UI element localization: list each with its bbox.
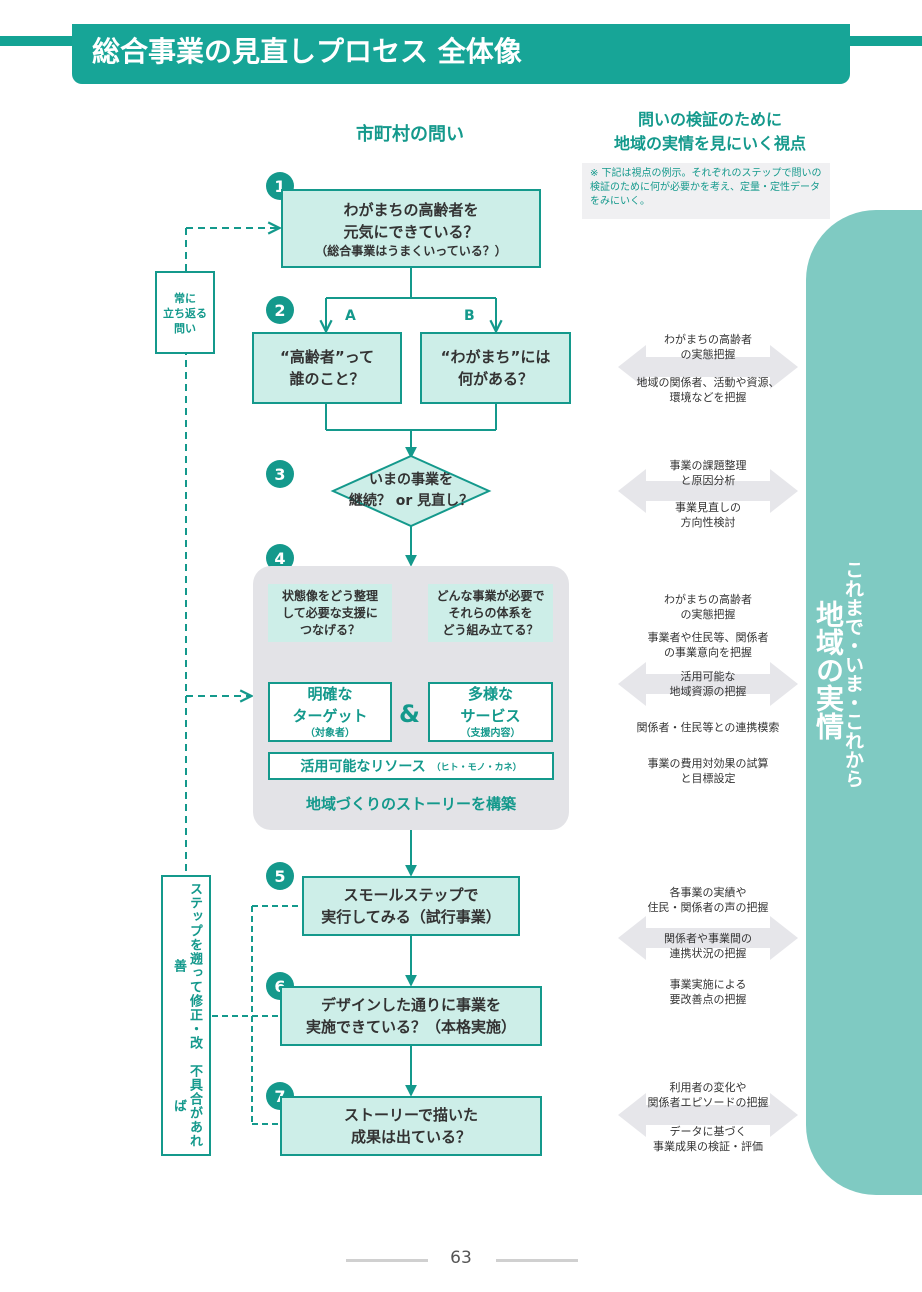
story-label: 地域づくりのストーリーを構築 [305, 795, 516, 813]
step-4-left-box: 状態像をどう整理 して必要な支援に つなげる？ [268, 584, 392, 642]
step-1-box: わがまちの高齢者を 元気にできている？ （総合事業はうまくいっている？） [281, 189, 541, 268]
service-box: 多様な サービス （支援内容） [428, 682, 553, 742]
step-3-text: いまの事業を 継続？ or 見直し？ [348, 472, 474, 509]
step-badge-2: 2 [266, 296, 294, 324]
double-arrow-icon [618, 662, 798, 706]
viewpoint-text: データに基づく事業成果の検証・評価 [653, 1125, 763, 1153]
double-arrow-icon [618, 1093, 798, 1137]
viewpoint-text: 事業の課題整理と原因分析 [669, 459, 747, 487]
ribbon [806, 210, 922, 1195]
step-2a-box: “高齢者”って 誰のこと？ [252, 332, 402, 404]
step-6-box: デザインした通りに事業を 実施できている？（本格実施） [280, 986, 542, 1046]
target-box: 明確な ターゲット （対象者） [268, 682, 392, 742]
viewpoint-text: 活用可能な地域資源の把握 [669, 670, 747, 698]
page-number-rule [496, 1259, 578, 1262]
right-column-title: 問いの検証のために 地域の実情を見にいく視点 [613, 110, 806, 153]
note-box: ※ 下記は視点の例示。それぞれのステップで問いの検証のために何が必要かを考え、定… [582, 163, 830, 219]
viewpoint-text: 関係者や事業間の連携状況の把握 [664, 932, 752, 960]
branch-label-a: A [345, 308, 356, 324]
step-badge-3: 3 [266, 460, 294, 488]
left-column-title: 市町村の問い [356, 124, 464, 145]
ampersand: & [399, 700, 420, 728]
loop-label-top: 常に 立ち返る 問い [155, 271, 215, 354]
double-arrow-icon [618, 916, 798, 960]
step-7-box: ストーリーで描いた 成果は出ている？ [280, 1096, 542, 1156]
viewpoint-text: わがまちの高齢者の実態把握 [664, 333, 752, 361]
header-tab [72, 24, 850, 84]
page-title: 総合事業の見直しプロセス 全体像 [92, 35, 522, 68]
step-2b-box: “わがまち”には 何がある？ [420, 332, 571, 404]
viewpoint-text: 地域の関係者、活動や資源、環境などを把握 [636, 376, 780, 404]
viewpoint-text: 関係者・住民等との連携模索 [636, 721, 780, 734]
viewpoint-text: わがまちの高齢者の実態把握 [664, 593, 752, 621]
viewpoint-text: 各事業の実績や住民・関係者の声の把握 [647, 886, 769, 914]
branch-label-b: B [464, 308, 475, 324]
viewpoint-text: 事業実施による要改善点の把握 [669, 978, 747, 1006]
step-badge-5: 5 [266, 862, 294, 890]
double-arrow-icon [618, 469, 798, 513]
step-4-right-box: どんな事業が必要で それらの体系を どう組み立てる？ [428, 584, 553, 642]
page-number-rule [346, 1259, 428, 1262]
ribbon-small-text: これまで・いま・これから [842, 560, 864, 788]
viewpoint-text: 事業の費用対効果の試算と目標設定 [647, 757, 769, 785]
step-5-box: スモールステップで 実行してみる（試行事業） [302, 876, 520, 936]
resource-box: 活用可能なリソース （ヒト・モノ・カネ） [268, 752, 554, 780]
double-arrow-icon [618, 345, 798, 389]
ribbon-large-text: 地域の実情 [812, 600, 845, 740]
viewpoint-text: 事業者や住民等、関係者の事業意向を把握 [647, 631, 769, 659]
viewpoint-text: 事業見直しの方向性検討 [675, 501, 741, 529]
loop-label-bottom: 不具合があれば ステップを遡って修正・改善 [161, 875, 211, 1156]
page-number: 63 [450, 1248, 472, 1268]
viewpoint-text: 利用者の変化や関係者エピソードの把握 [647, 1081, 769, 1109]
